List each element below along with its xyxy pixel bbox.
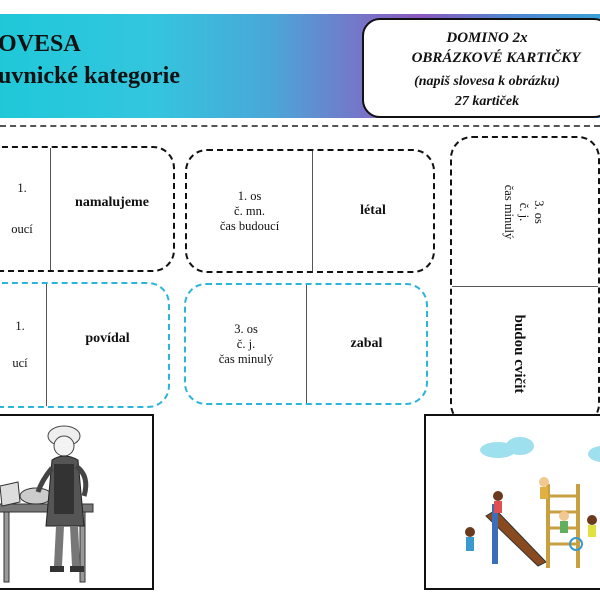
info-line-4: 27 kartiček [454, 94, 520, 109]
card1-divider [50, 148, 51, 270]
domino-card-4: 3. os č. j. čas minulý zabal [184, 283, 428, 405]
title-line-2: uvnické kategorie [0, 63, 180, 89]
card5-divider [452, 286, 598, 287]
card3-verb: povídal [85, 331, 130, 346]
domino-card-3: 1. ucí povídal [0, 282, 170, 408]
card5-gram-2: č. j. [517, 202, 531, 222]
card2-gram-3: čas budoucí [219, 218, 280, 233]
card3-gram-2: ucí [12, 356, 28, 370]
card4-verb: zabal [350, 336, 383, 351]
card2-divider [312, 151, 313, 271]
card1-verb: namalujeme [75, 195, 149, 210]
domino-card-2: 1. os č. mn. čas budoucí létal [185, 149, 435, 273]
card3-gram-1: 1. [15, 319, 25, 333]
domino-card-5: 3. os č. j. čas minulý budou cvičit [450, 136, 600, 426]
title-line-1: OVESA [0, 31, 81, 57]
page-title: OVESA uvnické kategorie [0, 28, 180, 92]
card4-gram-3: čas minulý [218, 351, 274, 366]
card4-gram-2: č. j. [236, 336, 256, 351]
card1-gram-2: oucí [11, 222, 33, 236]
domino-card-1: 1. oucí namalujeme [0, 146, 175, 272]
card5-gram-3: čas minulý [502, 184, 516, 240]
card4-gram-1: 3. os [234, 321, 258, 336]
card5-verb: budou cvičit [511, 314, 527, 394]
info-line-1: DOMINO 2x [446, 30, 528, 46]
cook-icon [0, 425, 94, 583]
card1-gram-1: 1. [17, 181, 27, 195]
card4-divider [306, 285, 307, 403]
card3-divider [46, 284, 47, 406]
info-line-2: OBRÁZKOVÉ KARTIČKY [411, 50, 581, 66]
playground-icon [465, 437, 600, 568]
card2-verb: létal [360, 203, 386, 218]
cut-line [0, 125, 600, 127]
card5-gram-1: 3. os [532, 200, 546, 224]
picture-frame-left [0, 414, 154, 590]
info-box: DOMINO 2x OBRÁZKOVÉ KARTIČKY (napiš slov… [362, 18, 600, 118]
card2-gram-1: 1. os [237, 188, 262, 203]
info-line-3: (napiš slovesa k obrázku) [414, 74, 560, 89]
picture-frame-right [424, 414, 600, 590]
card2-gram-2: č. mn. [234, 203, 265, 218]
